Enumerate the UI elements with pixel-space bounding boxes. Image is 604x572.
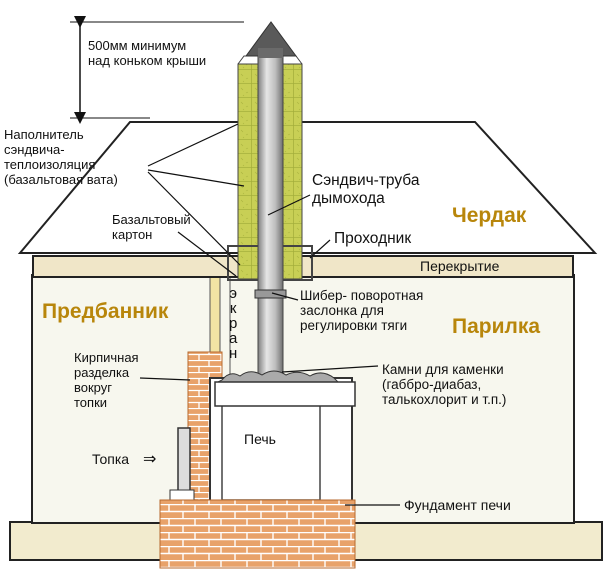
- floor-slab-label: Перекрытие: [420, 258, 500, 274]
- screen-letter-1: э: [229, 285, 237, 302]
- floor-slab-band: [32, 255, 574, 278]
- filler-label: Наполнитель сэндвича- теплоизоляция (баз…: [4, 127, 118, 187]
- passage-label: Проходник: [334, 230, 412, 247]
- sandwich-pipe-line-1: Сэндвич-труба: [312, 172, 420, 189]
- stones-label: Камни для каменки (габбро-диабаз, талько…: [382, 362, 506, 407]
- height-min-line-2: над коньком крыши: [88, 53, 207, 68]
- brick-cutoff-label: Кирпичная разделка вокруг топки: [74, 350, 139, 410]
- stove-label: Печь: [244, 431, 276, 447]
- room-attic-label: Чердак: [452, 204, 527, 227]
- filler-line-4: (базальтовая вата): [4, 172, 118, 187]
- stove-foundation-label: Фундамент печи: [404, 497, 511, 513]
- screen-letter-2: к: [229, 300, 237, 317]
- damper: [254, 289, 287, 299]
- screen-vertical-label: э к р а н: [229, 286, 237, 361]
- basalt-board-line-2: картон: [112, 227, 153, 242]
- damper-line-1: Шибер- поворотная: [300, 288, 424, 303]
- brick-cutoff-line-3: вокруг: [74, 380, 113, 395]
- filler-line-2: сэндвича-: [4, 142, 65, 157]
- damper-label: Шибер- поворотная заслонка для регулиров…: [300, 288, 423, 333]
- leader-lines: [139, 123, 400, 506]
- firebox-label: Топка ⇒: [92, 451, 157, 468]
- roof: [17, 121, 598, 254]
- filler-line-1: Наполнитель: [4, 127, 84, 142]
- sandwich-pipe-label: Сэндвич-труба дымохода: [312, 172, 419, 208]
- screen-letter-4: а: [229, 330, 238, 347]
- stones-line-3: талькохлорит и т.п.): [382, 392, 507, 407]
- stones-line-1: Камни для каменки: [382, 362, 504, 377]
- firebox-arrow-icon: ⇒: [142, 451, 157, 468]
- stove-foundation: [159, 499, 356, 569]
- sandwich-pipe-line-2: дымохода: [312, 190, 385, 207]
- firebox-door: [177, 427, 191, 497]
- height-min-line-1: 500мм минимум: [88, 38, 187, 53]
- height-min-label: 500мм минимум над коньком крыши: [88, 38, 206, 68]
- damper-line-2: заслонка для: [300, 303, 384, 318]
- brick-cutoff-line-2: разделка: [74, 365, 130, 380]
- basalt-board-line-1: Базальтовый: [112, 212, 191, 227]
- damper-line-3: регулировки тяги: [300, 318, 408, 333]
- firebox-text: Топка: [92, 451, 130, 467]
- filler-line-3: теплоизоляция: [4, 157, 96, 172]
- screen-letter-5: н: [229, 345, 238, 362]
- stones-heap: [217, 370, 340, 383]
- screen-letter-3: р: [229, 315, 238, 332]
- stones-line-2: (габбро-диабаз,: [382, 377, 482, 392]
- basalt-board-label: Базальтовый картон: [112, 212, 191, 242]
- brick-cutoff-line-1: Кирпичная: [74, 350, 139, 365]
- brick-cutoff-line-4: топки: [74, 395, 108, 410]
- room-dressing-label: Предбанник: [42, 300, 169, 323]
- room-steam-label: Парилка: [452, 315, 541, 338]
